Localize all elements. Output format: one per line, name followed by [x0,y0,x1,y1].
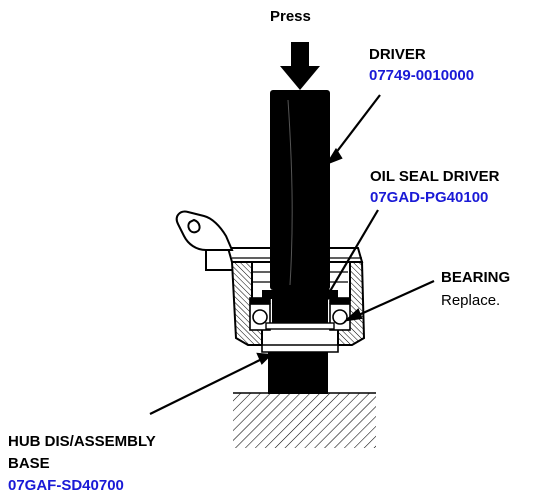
driver-name: DRIVER [369,46,426,63]
driver-part-number: 07749-0010000 [369,67,475,84]
oil-seal-driver [262,290,338,330]
hub-base-name-line2: BASE [8,455,50,472]
hub-base-post [268,352,328,394]
oil-seal-driver-name: OIL SEAL DRIVER [370,168,500,185]
bearing-right [329,297,351,331]
hub-base-part-number: 07GAF-SD40700 [8,477,124,494]
housing-arm [175,210,234,271]
oil-seal-driver-part-number: 07GAD-PG40100 [370,189,489,206]
hub-base-name-line1: HUB DIS/ASSEMBLY [8,433,156,450]
bearing-note: Replace. [441,292,501,309]
bearing-name: BEARING [441,269,511,286]
press-label: Press [270,8,311,25]
hub-base-surface [233,392,376,448]
driver-shaft [270,90,330,290]
press-arrow [280,42,320,90]
leader-lines [149,94,435,415]
bearing-left [249,297,271,331]
